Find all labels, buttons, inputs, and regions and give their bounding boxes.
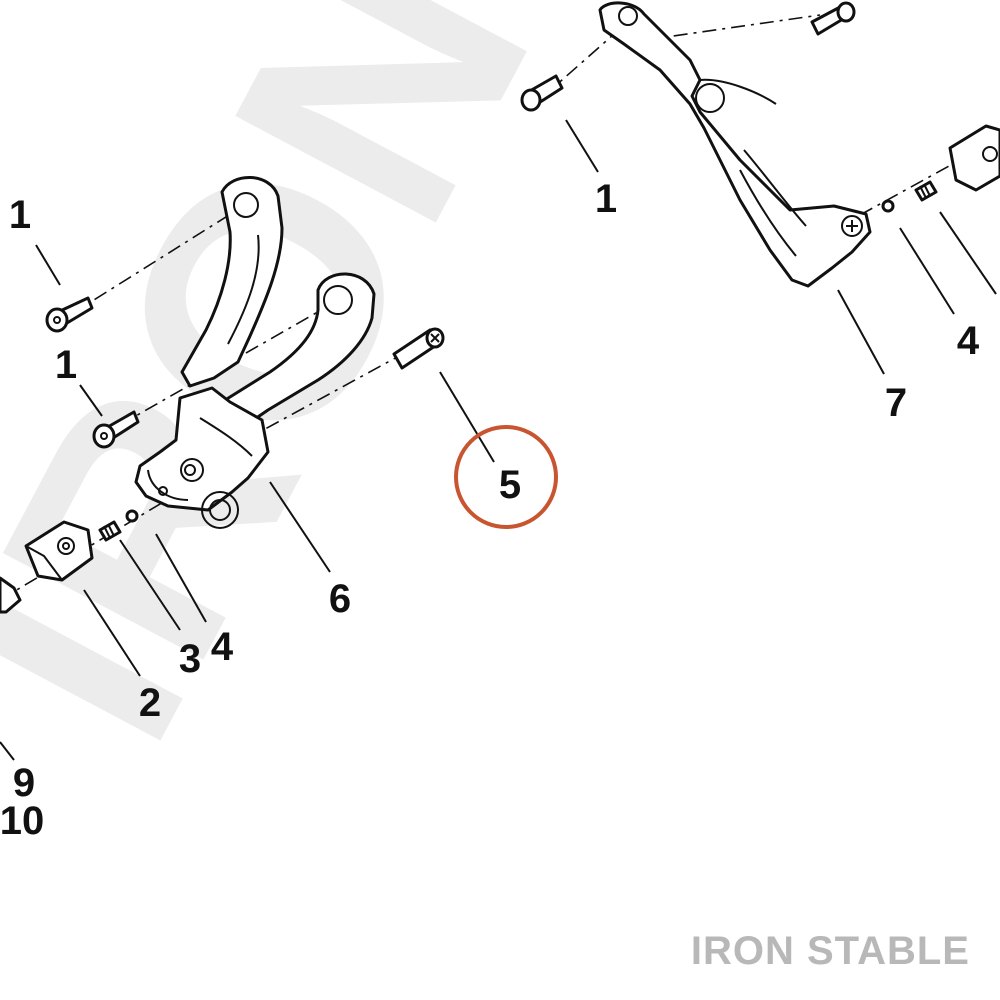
callout-2: 2: [139, 681, 161, 725]
upper-arm-part: [180, 176, 284, 388]
watermark-text: IRON STABLE: [0, 0, 1000, 793]
edge-collar-part: [0, 576, 22, 614]
highlight-circle: [454, 425, 558, 529]
callout-6: 6: [329, 577, 351, 621]
callout-4: 4: [211, 625, 234, 669]
callout-5: 5: [499, 463, 521, 507]
brand-logo-text: IRON STABLE: [690, 929, 970, 973]
bracket-body-part: [134, 386, 270, 512]
callout-1: 1: [55, 343, 77, 387]
bolt-part: [810, 1, 856, 36]
collar-part: [948, 124, 1000, 192]
callout-3: 3: [179, 637, 201, 681]
callout-10: 10: [0, 799, 44, 843]
washer-part: [125, 509, 139, 523]
pin-part: [520, 74, 564, 112]
leader-lines: [0, 119, 997, 761]
callout-1: 1: [595, 177, 617, 221]
side-bracket-part: [598, 1, 872, 288]
left-pedal-assembly: [0, 176, 445, 614]
callout-4: 4: [957, 319, 980, 363]
washer-part: [881, 199, 895, 213]
callout-labels: 1 1 1 2 3 4 4 5 6 7 9 10: [0, 177, 980, 843]
collar-part: [24, 520, 94, 582]
set-screw-part: [98, 520, 122, 542]
set-screw-part: [914, 180, 938, 202]
right-pedal-assembly: [520, 1, 1000, 288]
callout-7: 7: [885, 381, 907, 425]
pin-part: [392, 327, 445, 370]
bolt-part: [92, 410, 140, 449]
bolt-part: [45, 296, 94, 333]
callout-1: 1: [9, 193, 31, 237]
callout-9: 9: [13, 761, 35, 805]
